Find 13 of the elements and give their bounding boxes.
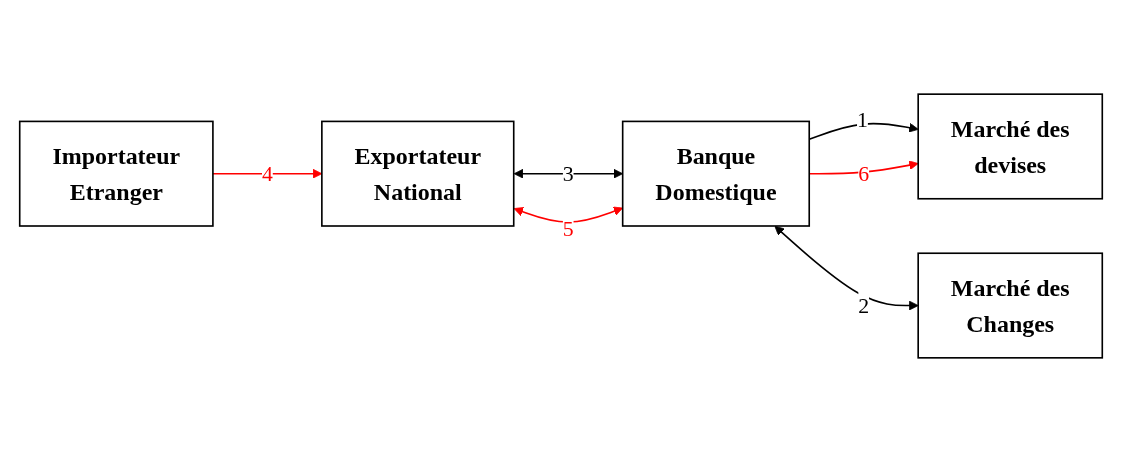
arrow [513,168,623,178]
arrow [513,206,623,223]
node-box: Banque Domestique [621,120,810,227]
node-box: Exportateur National [320,120,515,227]
edge-label: 1 [856,107,868,132]
edge-label: 3 [562,161,574,186]
edge-label: 6 [857,161,869,186]
node-box: Marché des Changes [916,251,1103,359]
edge-label: 2 [857,293,869,318]
node-box: Importateur Etranger [18,120,214,227]
edge-label: 5 [562,215,574,240]
node-box: Marché des devises [916,92,1103,200]
edge-label: 4 [261,161,273,186]
